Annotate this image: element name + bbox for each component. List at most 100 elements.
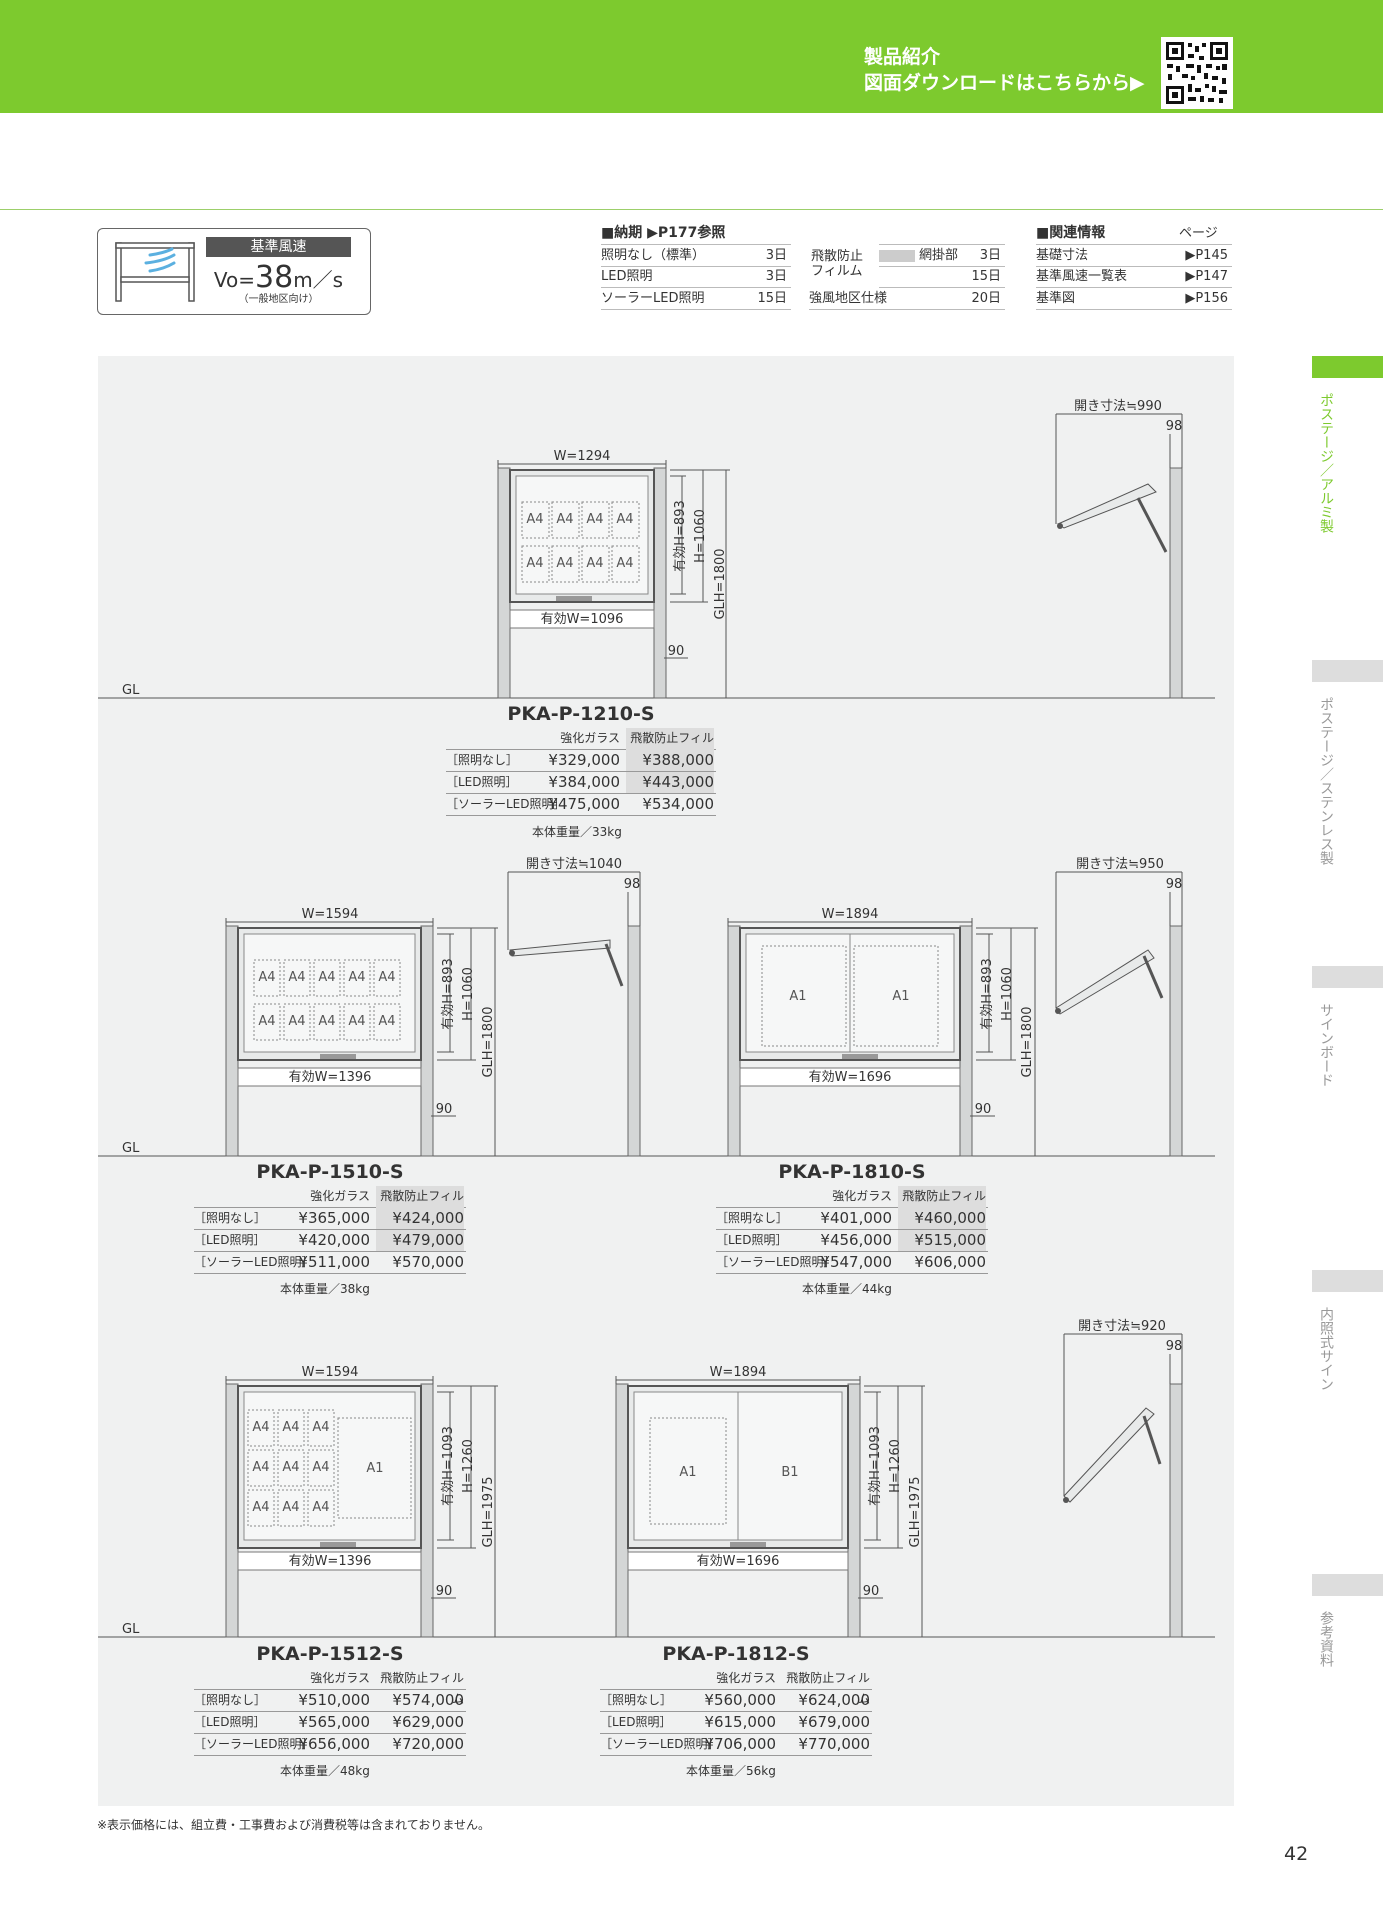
price-row: ［LED照明］¥456,000¥515,000 xyxy=(716,1230,988,1252)
svg-text:A4: A4 xyxy=(378,1014,395,1029)
related-title: ■関連情報 xyxy=(1036,225,1106,241)
price-row: ［照明なし］¥510,000¥574,000 xyxy=(194,1690,466,1712)
svg-text:A4: A4 xyxy=(318,970,335,985)
price-row: ［LED照明］¥615,000¥679,000 xyxy=(600,1712,872,1734)
price-header: 強化ガラス飛散防止フィルム xyxy=(600,1668,872,1706)
dim-open: 開き寸法≒990 xyxy=(1074,399,1162,414)
side-tab-signboard[interactable] xyxy=(1312,966,1383,988)
wind-label: 基準風速 xyxy=(206,237,351,257)
header-bar: 製品紹介 図面ダウンロードはこちらから▶ xyxy=(0,0,1383,113)
svg-text:A4: A4 xyxy=(312,1500,329,1515)
dim-eff-height: 有効H=893 xyxy=(441,958,456,1029)
dim-eff-height: 有効H=893 xyxy=(673,500,688,571)
dim-eff-height: 有効H=1093 xyxy=(441,1426,456,1506)
side-tab-stainless-label: ポステージ／ステンレス製 xyxy=(1318,697,1334,865)
dim-90: 90 xyxy=(436,1584,453,1599)
price-row: ［照明なし］¥365,000¥424,000 xyxy=(194,1208,466,1230)
qr-code-icon[interactable] xyxy=(1161,37,1233,109)
wind-value: Vo=38m／s xyxy=(213,260,344,295)
dim-90: 90 xyxy=(975,1102,992,1117)
related-row[interactable]: 基準図▶P156 xyxy=(1036,288,1232,310)
dim-height: H=1260 xyxy=(888,1439,903,1493)
side-tab-stainless[interactable] xyxy=(1312,660,1383,682)
side-view-1210: 開き寸法≒990 98 xyxy=(1055,399,1183,699)
gl-label: GL xyxy=(122,1622,140,1637)
weight: 本体重量／33kg xyxy=(532,825,622,839)
price-row: ［ソーラーLED照明］¥656,000¥720,000 xyxy=(194,1734,466,1756)
weight: 本体重量／56kg xyxy=(686,1764,776,1778)
signboard-icon xyxy=(115,242,195,302)
svg-text:A4: A4 xyxy=(282,1500,299,1515)
weight: 本体重量／44kg xyxy=(802,1282,892,1296)
related-row[interactable]: 基礎寸法▶P145 xyxy=(1036,244,1232,267)
side-tab-signboard-label: サインボード xyxy=(1318,1003,1334,1087)
gl-label: GL xyxy=(122,683,140,698)
price-row: ［LED照明］¥565,000¥629,000 xyxy=(194,1712,466,1734)
side-tab-aluminum-label: ポステージ／アルミ製 xyxy=(1318,393,1334,533)
film-row: 15日 xyxy=(879,266,1005,288)
svg-text:A4: A4 xyxy=(556,512,573,527)
svg-text:A4: A4 xyxy=(258,970,275,985)
footnote: ※表示価格には、組立費・工事費および消費税等は含まれておりません。 xyxy=(97,1818,490,1832)
dim-98: 98 xyxy=(1166,877,1183,892)
dim-90: 90 xyxy=(436,1102,453,1117)
download-line1: 製品紹介 xyxy=(864,46,941,68)
side-tab-aluminum[interactable] xyxy=(1312,356,1383,378)
side-tab-illuminated[interactable] xyxy=(1312,1270,1383,1292)
price-row: ［LED照明］¥420,000¥479,000 xyxy=(194,1230,466,1252)
svg-text:A4: A4 xyxy=(348,1014,365,1029)
weight: 本体重量／48kg xyxy=(280,1764,370,1778)
download-line2: 図面ダウンロードはこちらから▶ xyxy=(864,72,1145,94)
price-row: ［LED照明］¥384,000¥443,000 xyxy=(446,772,716,794)
svg-text:A4: A4 xyxy=(288,1014,305,1029)
svg-text:A4: A4 xyxy=(556,556,573,571)
side-tab-reference-label: 参考資料 xyxy=(1318,1611,1334,1667)
svg-text:A4: A4 xyxy=(378,970,395,985)
svg-text:A4: A4 xyxy=(258,1014,275,1029)
dim-98: 98 xyxy=(624,877,641,892)
svg-text:A4: A4 xyxy=(586,556,603,571)
download-link[interactable]: 製品紹介 図面ダウンロードはこちらから▶ xyxy=(864,44,1145,96)
price-row: ［ソーラーLED照明］¥475,000¥534,000 xyxy=(446,794,716,816)
price-row: ［ソーラーLED照明］¥706,000¥770,000 xyxy=(600,1734,872,1756)
svg-text:A4: A4 xyxy=(312,1420,329,1435)
shade-swatch xyxy=(879,249,915,262)
wind-icon xyxy=(144,247,176,273)
price-row: ［照明なし］¥329,000¥388,000 xyxy=(446,750,716,772)
price-header: 強化ガラス飛散防止フィルム xyxy=(194,1668,466,1706)
film-label: 飛散防止フィルム xyxy=(811,249,864,279)
svg-text:A4: A4 xyxy=(586,512,603,527)
side-view-1810: 開き寸法≒950 98 xyxy=(1055,857,1183,1157)
dim-eff-width: 有効W=1696 xyxy=(809,1070,892,1085)
svg-text:A4: A4 xyxy=(252,1500,269,1515)
svg-text:A4: A4 xyxy=(282,1420,299,1435)
related-row[interactable]: 基準風速一覧表▶P147 xyxy=(1036,266,1232,288)
model-name: PKA-P-1512-S xyxy=(256,1643,404,1665)
dim-open: 開き寸法≒950 xyxy=(1076,857,1164,872)
weight: 本体重量／38kg xyxy=(280,1282,370,1296)
side-tab-reference[interactable] xyxy=(1312,1574,1383,1596)
dim-height: H=1260 xyxy=(461,1439,476,1493)
dim-glh: GLH=1800 xyxy=(1020,1006,1035,1077)
dim-90: 90 xyxy=(863,1584,880,1599)
price-row: ［照明なし］¥560,000¥624,000 xyxy=(600,1690,872,1712)
svg-text:A1: A1 xyxy=(366,1461,383,1476)
delivery-row: 照明なし（標準）3日 xyxy=(601,244,791,267)
svg-text:A1: A1 xyxy=(789,989,806,1004)
dim-width: W=1594 xyxy=(302,1365,359,1380)
dim-width: W=1894 xyxy=(710,1365,767,1380)
dim-height: H=1060 xyxy=(461,967,476,1021)
svg-text:A4: A4 xyxy=(616,512,633,527)
model-name: PKA-P-1510-S xyxy=(256,1161,404,1183)
side-view-1512: 開き寸法≒920 98 xyxy=(1063,1319,1183,1638)
svg-text:A4: A4 xyxy=(526,512,543,527)
dim-open: 開き寸法≒920 xyxy=(1078,1319,1166,1334)
